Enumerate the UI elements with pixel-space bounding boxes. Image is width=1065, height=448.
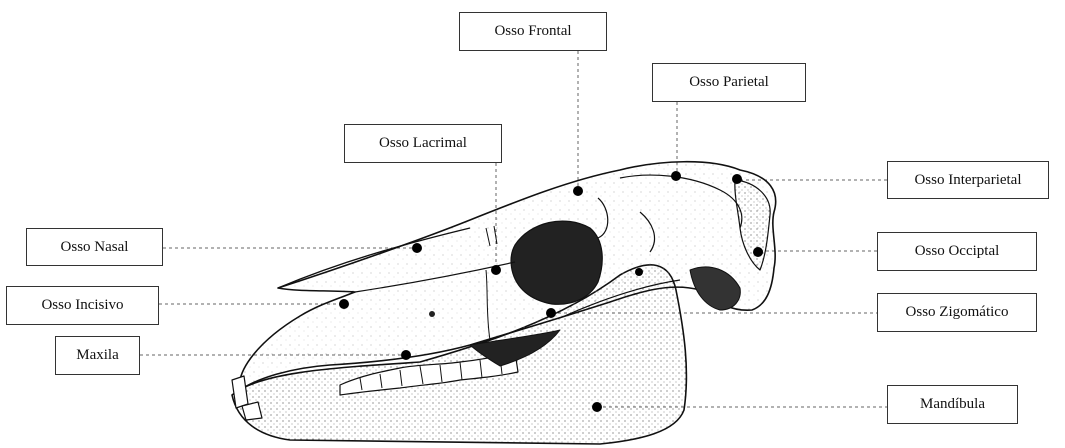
label-osso-incisivo: Osso Incisivo — [6, 286, 159, 325]
label-osso-zigomatico: Osso Zigomático — [877, 293, 1037, 332]
label-osso-lacrimal: Osso Lacrimal — [344, 124, 502, 163]
label-maxila: Maxila — [55, 336, 140, 375]
label-osso-parietal: Osso Parietal — [652, 63, 806, 102]
label-osso-occipital: Osso Occiptal — [877, 232, 1037, 271]
label-osso-nasal: Osso Nasal — [26, 228, 163, 266]
skull-drawing — [232, 162, 776, 444]
label-mandibula: Mandíbula — [887, 385, 1018, 424]
label-osso-interparietal: Osso Interparietal — [887, 161, 1049, 199]
label-osso-frontal: Osso Frontal — [459, 12, 607, 51]
